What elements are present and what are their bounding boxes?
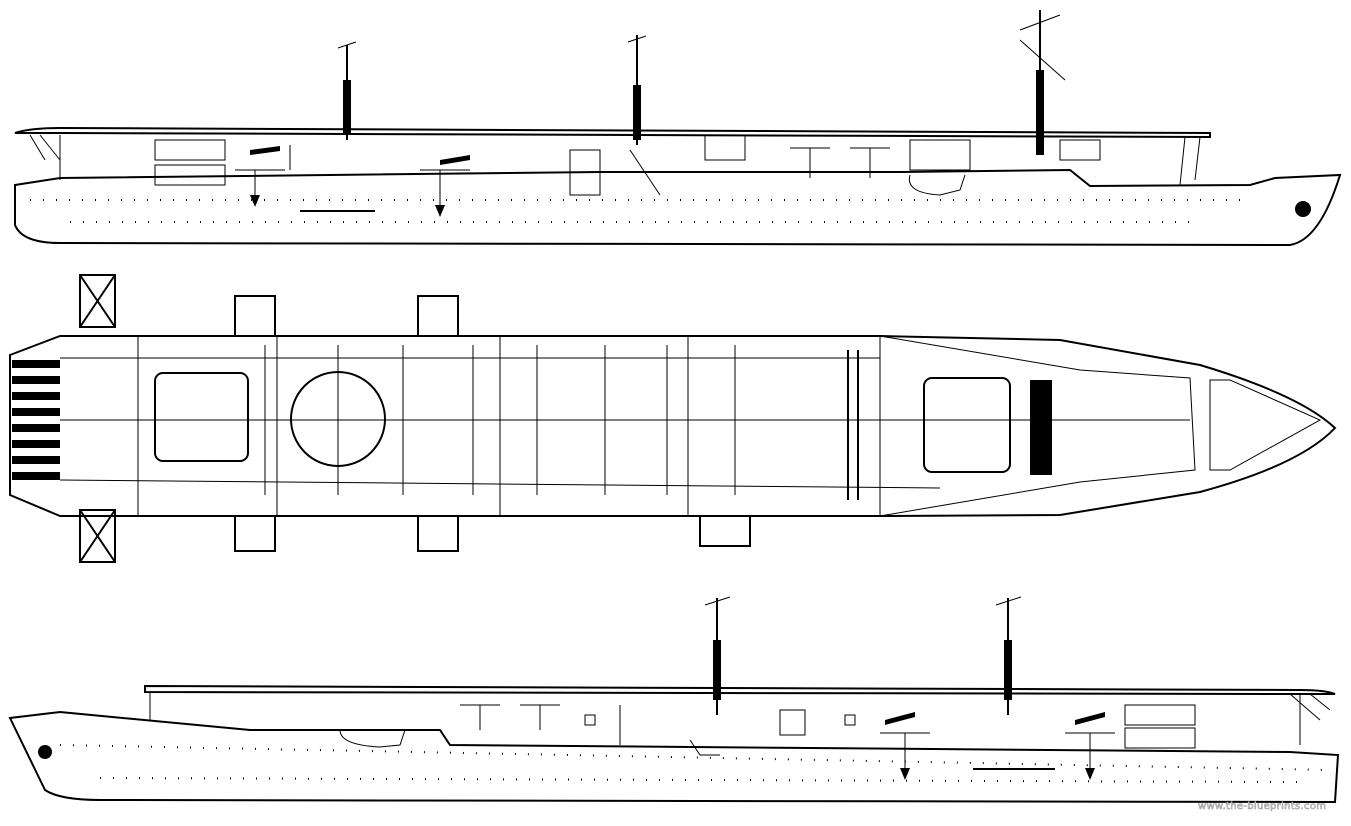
- watermark: www.the-blueprints.com: [1198, 801, 1327, 813]
- portholes: [30, 199, 1250, 223]
- hull: [14, 168, 1342, 247]
- side-profile-bottom: [8, 596, 1340, 804]
- gun-sponsons: [235, 146, 890, 217]
- anchor: [1295, 201, 1311, 217]
- masts: [337, 10, 1066, 155]
- deck-lines: [59, 335, 1196, 517]
- hull: [8, 710, 1340, 804]
- flight-deck: [14, 126, 1211, 139]
- bow-deck: [1209, 379, 1322, 471]
- sponsons: [234, 295, 751, 552]
- deck-supports: [149, 692, 1331, 749]
- fwd-elevator: [923, 377, 1011, 473]
- gun-sponsons: [460, 704, 1115, 780]
- side-profile-top: [14, 10, 1342, 247]
- masts: [689, 596, 1022, 756]
- cranes: [79, 274, 116, 563]
- crash-barrier: [847, 350, 859, 500]
- aft-elevator: [154, 372, 249, 462]
- deck-outline: [9, 335, 1337, 517]
- stern-stripes: [12, 360, 60, 480]
- arrester-wires: [264, 345, 736, 495]
- plan-view: [9, 274, 1337, 563]
- windbreak: [1030, 380, 1052, 475]
- flight-deck: [144, 684, 1336, 695]
- anchor: [38, 745, 52, 759]
- deck-supports: [29, 134, 1201, 196]
